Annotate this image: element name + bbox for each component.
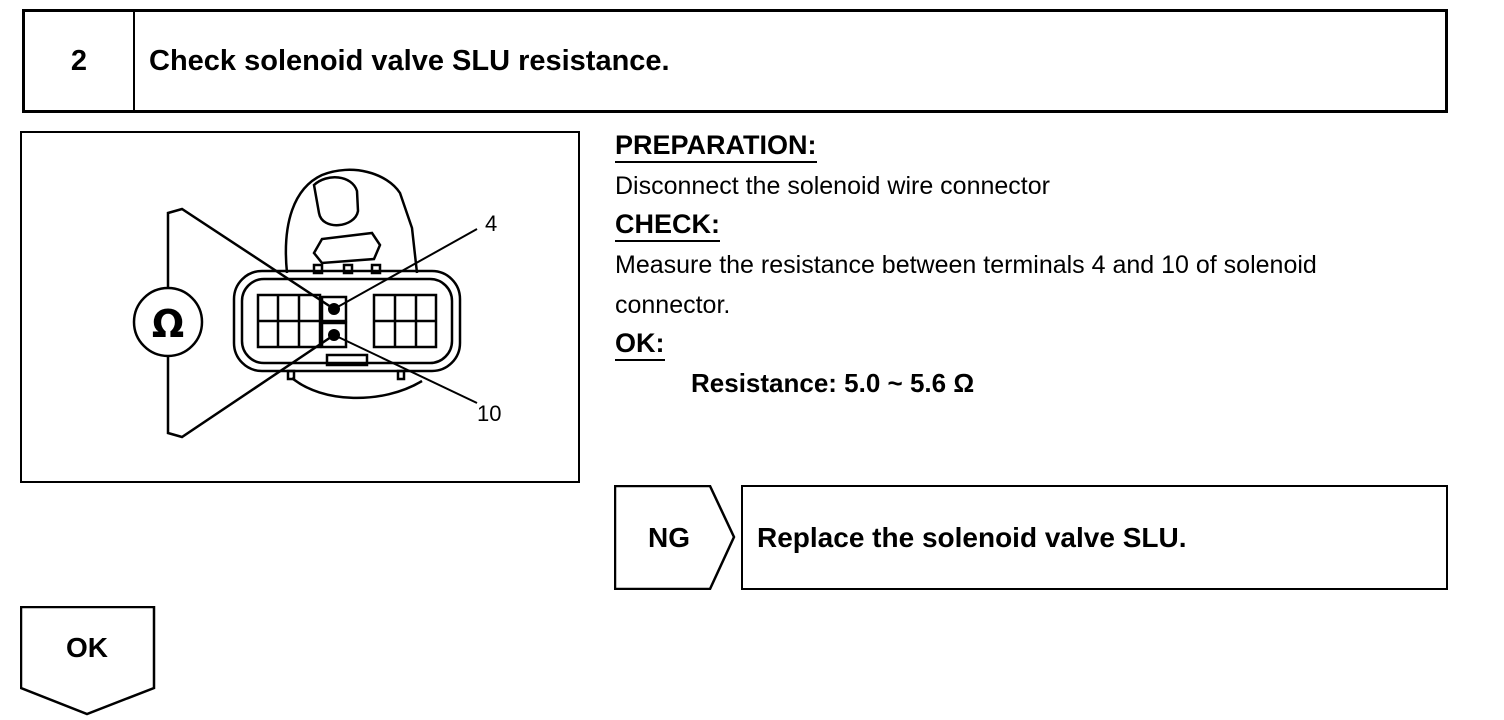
check-text-line1: Measure the resistance between terminals… <box>615 251 1317 279</box>
check-text-line2: connector. <box>615 291 731 319</box>
ok-label: OK <box>66 632 108 663</box>
terminal-label-10: 10 <box>477 401 501 426</box>
ng-action-box: Replace the solenoid valve SLU. <box>741 485 1448 590</box>
step-header: 2 Check solenoid valve SLU resistance. <box>22 9 1448 113</box>
ohm-symbol: Ω <box>152 302 184 346</box>
ok-arrow-tag <box>20 606 156 716</box>
connector-diagram: Ω 4 10 <box>132 168 501 439</box>
preparation-text: Disconnect the solenoid wire connector <box>615 172 1050 200</box>
connector-illustration: Ω 4 10 <box>20 131 580 483</box>
step-title: Check solenoid valve SLU resistance. <box>149 44 670 77</box>
terminal-label-4: 4 <box>485 211 497 236</box>
resistance-spec: Resistance: 5.0 ~ 5.6 Ω <box>691 368 975 398</box>
ng-arrow-tag <box>614 485 736 590</box>
ng-label: NG <box>648 521 690 553</box>
preparation-heading: PREPARATION: <box>615 130 817 163</box>
check-heading: CHECK: <box>615 209 720 242</box>
ok-heading: OK: <box>615 328 665 361</box>
step-number: 2 <box>25 12 135 110</box>
